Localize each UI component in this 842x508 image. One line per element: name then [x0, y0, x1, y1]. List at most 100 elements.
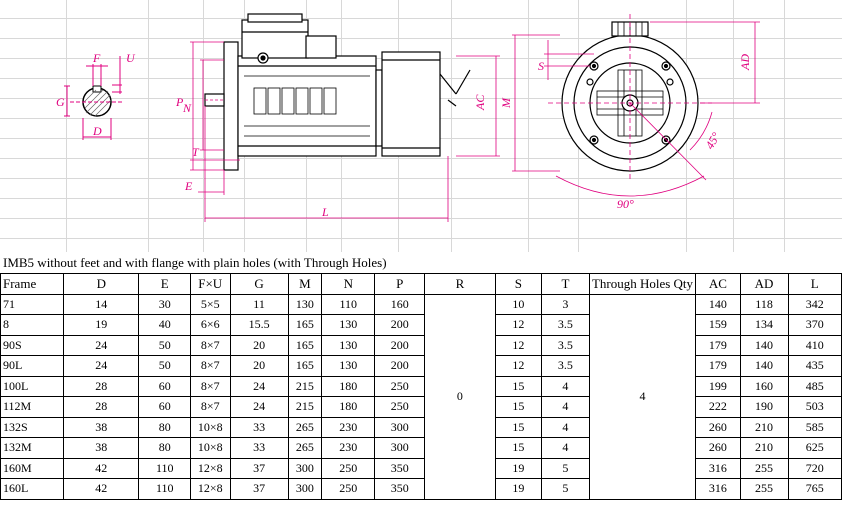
header-e: E: [138, 273, 191, 295]
cell-l: 503: [787, 396, 842, 418]
cell-m: 165: [287, 314, 323, 336]
cell-s: 10: [494, 293, 543, 315]
dim-label-ad: AD: [738, 54, 752, 71]
cell-ad: 255: [739, 478, 789, 500]
cell-s: 15: [494, 396, 543, 418]
cell-ad: 210: [739, 416, 789, 438]
cell-s: 12: [494, 314, 543, 336]
cell-ac: 159: [695, 314, 741, 336]
cell-fxu: 5×5: [189, 293, 231, 315]
cell-s: 15: [494, 437, 543, 459]
cell-e: 60: [138, 375, 191, 397]
cell-p: 200: [374, 314, 426, 336]
motor-side-view: [204, 13, 471, 171]
dim-label-ac: AC: [473, 94, 487, 111]
cell-n: 130: [321, 314, 376, 336]
cell-ac: 199: [695, 375, 741, 397]
cell-e: 80: [138, 416, 191, 438]
cell-fxu: 8×7: [189, 334, 231, 356]
cell-ac: 260: [695, 416, 741, 438]
cell-n: 180: [321, 375, 376, 397]
cell-l: 370: [787, 314, 842, 336]
cell-l: 342: [787, 293, 842, 315]
header-g: G: [229, 273, 289, 295]
cell-p: 250: [374, 396, 426, 418]
cell-t: 4: [541, 416, 590, 438]
cell-fxu: 8×7: [189, 396, 231, 418]
cell-p: 300: [374, 416, 426, 438]
cell-n: 250: [321, 478, 376, 500]
cell-n: 180: [321, 396, 376, 418]
cell-l: 625: [787, 437, 842, 459]
side-view-dimensions: [190, 41, 500, 222]
cell-fxu: 12×8: [189, 478, 231, 500]
cell-d: 28: [63, 375, 140, 397]
cell-e: 110: [138, 478, 191, 500]
cell-g: 20: [229, 355, 289, 377]
cell-ad: 140: [739, 355, 789, 377]
header-d: D: [63, 273, 140, 295]
cell-ad: 210: [739, 437, 789, 459]
cell-m: 165: [287, 355, 323, 377]
header-fxu: F×U: [189, 273, 231, 295]
header-m: M: [287, 273, 323, 295]
cell-g: 37: [229, 478, 289, 500]
cell-n: 230: [321, 437, 376, 459]
cell-n: 110: [321, 293, 376, 315]
cell-d: 28: [63, 396, 140, 418]
cell-fxu: 6×6: [189, 314, 231, 336]
cell-fxu: 10×8: [189, 437, 231, 459]
cell-m: 165: [287, 334, 323, 356]
cell-g: 33: [229, 437, 289, 459]
cell-g: 24: [229, 396, 289, 418]
cell-m: 215: [287, 396, 323, 418]
cell-n: 230: [321, 416, 376, 438]
dim-label-n: N: [182, 101, 192, 115]
cell-t: 3.5: [541, 314, 590, 336]
cell-frame: 160M: [0, 457, 65, 479]
cell-l: 410: [787, 334, 842, 356]
cell-ad: 255: [739, 457, 789, 479]
shaft-end-view: F U G D: [56, 51, 136, 140]
cell-frame: 90L: [0, 355, 65, 377]
cell-m: 300: [287, 457, 323, 479]
table-header-row: Frame D E F×U G M N P R S T Through Hole…: [0, 273, 842, 295]
cell-e: 40: [138, 314, 191, 336]
cell-fxu: 10×8: [189, 416, 231, 438]
cell-n: 130: [321, 355, 376, 377]
dim-label-p: P: [175, 95, 184, 109]
cell-g: 15.5: [229, 314, 289, 336]
header-through-holes-qty: Through Holes Qty: [588, 273, 697, 295]
cell-s: 12: [494, 334, 543, 356]
cell-frame: 160L: [0, 478, 65, 500]
cell-frame: 132S: [0, 416, 65, 438]
cell-p: 350: [374, 478, 426, 500]
cell-d: 24: [63, 334, 140, 356]
header-n: N: [321, 273, 376, 295]
dim-label-g: G: [56, 95, 65, 109]
header-p: P: [374, 273, 426, 295]
cell-e: 30: [138, 293, 191, 315]
cell-s: 19: [494, 478, 543, 500]
dim-label-u: U: [126, 51, 136, 65]
cell-e: 110: [138, 457, 191, 479]
cell-l: 720: [787, 457, 842, 479]
cell-ad: 140: [739, 334, 789, 356]
cell-t: 5: [541, 478, 590, 500]
cell-d: 42: [63, 457, 140, 479]
cell-d: 14: [63, 293, 140, 315]
cell-t: 3: [541, 293, 590, 315]
cell-m: 215: [287, 375, 323, 397]
cell-s: 12: [494, 355, 543, 377]
cell-t: 4: [541, 396, 590, 418]
cell-l: 765: [787, 478, 842, 500]
cell-t: 3.5: [541, 355, 590, 377]
cell-through-holes-merged: 4: [588, 293, 697, 500]
dim-label-m: M: [499, 97, 513, 109]
cell-fxu: 8×7: [189, 355, 231, 377]
header-r: R: [424, 273, 496, 295]
